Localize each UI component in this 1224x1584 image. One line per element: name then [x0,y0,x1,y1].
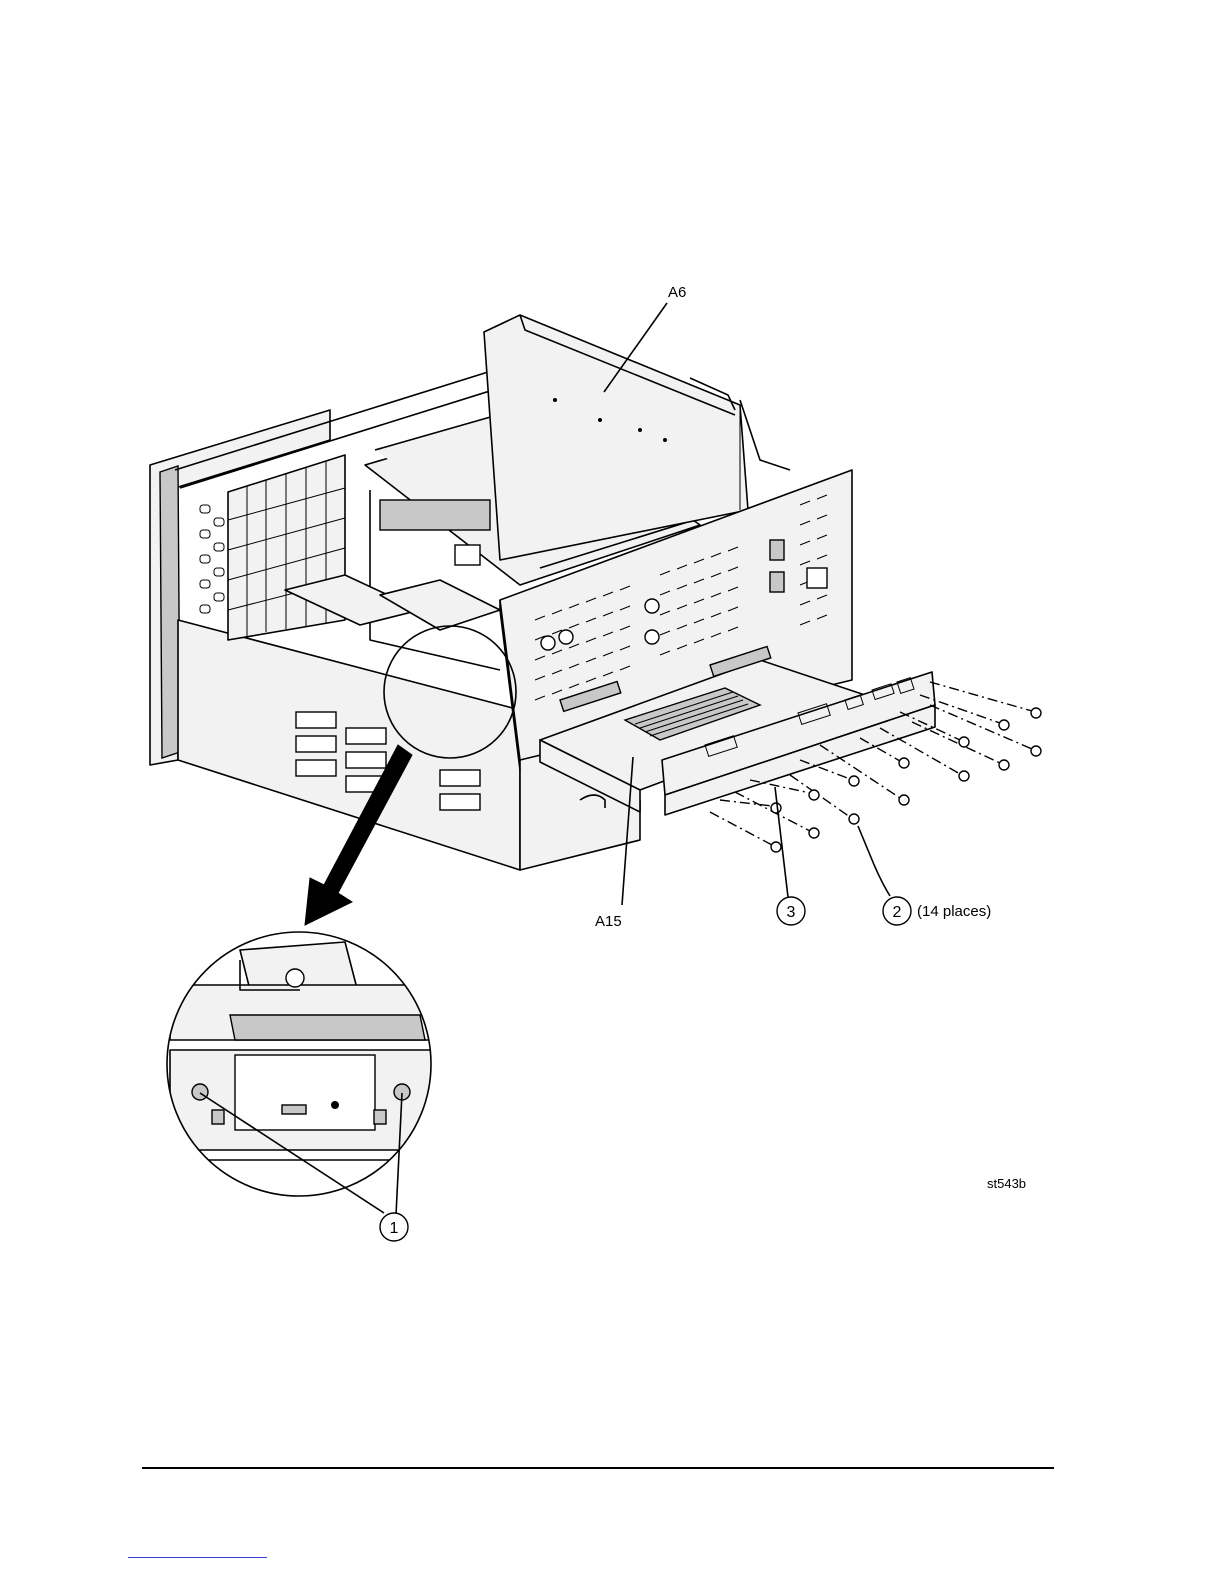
callout-1-number: 1 [390,1220,399,1237]
zoomed-detail-view [160,930,440,1215]
callout-2-number: 2 [893,904,902,921]
callout-2: 2 [883,897,911,925]
label-14-places: (14 places) [917,903,991,920]
callout-1: 1 [380,1213,408,1241]
footer-rule [142,1467,1054,1469]
footer-link-underline [128,1557,267,1558]
callout-3-number: 3 [787,904,796,921]
fan-cage [228,455,345,640]
callout-3: 3 [777,897,805,925]
label-a15: A15 [595,913,622,930]
figure-id-label: st543b [987,1176,1026,1191]
label-a6: A6 [668,284,686,301]
side-panel-slots [200,505,224,613]
